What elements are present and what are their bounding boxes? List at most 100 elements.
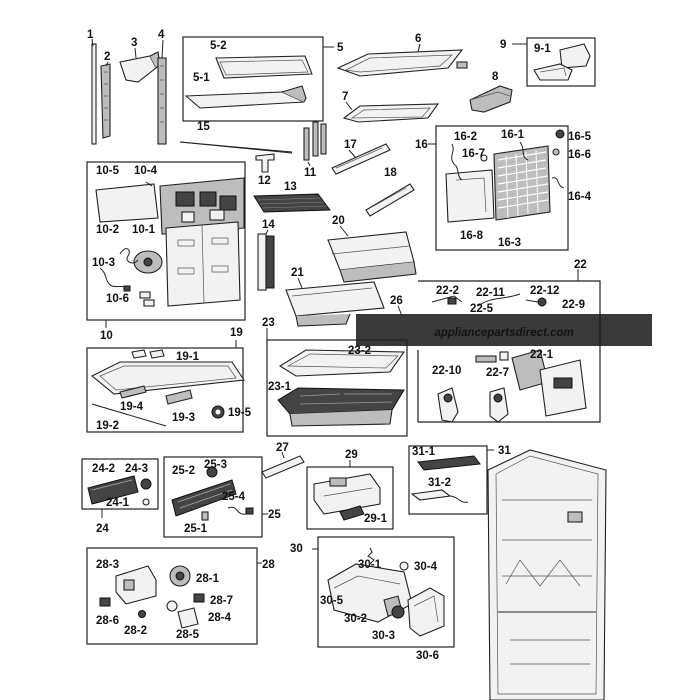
label-10-5: 10-5 (96, 165, 120, 177)
part-2-trim (100, 63, 111, 139)
part-24-2-board (87, 475, 139, 505)
label-23: 23 (262, 317, 275, 329)
label-25-1: 25-1 (184, 523, 208, 535)
group-16-box (435, 125, 569, 251)
part-10-2-wire (119, 248, 139, 264)
label-24-3: 24-3 (125, 463, 148, 475)
label-19-4: 19-4 (120, 401, 144, 413)
label-28-4: 28-4 (208, 612, 232, 624)
part-22-1-pump (511, 349, 587, 417)
part-16-7-clip (480, 154, 488, 162)
part-27-trim (261, 455, 305, 479)
label-16-5: 16-5 (568, 131, 592, 143)
part-22-12-thermistor (525, 297, 547, 307)
label-8: 8 (492, 71, 499, 83)
part-28-4-gear (166, 600, 178, 612)
part-5-1-shelf (184, 85, 307, 109)
label-30-4: 30-4 (414, 561, 438, 573)
part-17-rail (331, 143, 391, 175)
label-10-2: 10-2 (96, 224, 119, 236)
label-5-1: 5-1 (193, 72, 210, 84)
label-3: 3 (131, 37, 137, 49)
label-25-4: 25-4 (222, 491, 246, 503)
part-16-2-wire (451, 143, 463, 181)
label-6: 6 (415, 33, 421, 45)
label-22-10: 22-10 (432, 365, 461, 377)
part-28-2-washer (138, 610, 146, 618)
label-28: 28 (262, 559, 275, 571)
label-9: 9 (500, 39, 506, 51)
part-30-3-blade (391, 605, 405, 619)
group-30-box (317, 536, 455, 648)
part-16-5-fan (555, 129, 565, 139)
part-16-3-evaporator (493, 145, 551, 221)
label-19-5: 19-5 (228, 407, 252, 419)
label-24-1: 24-1 (106, 497, 130, 509)
label-2: 2 (104, 51, 110, 63)
label-29: 29 (345, 449, 358, 461)
part-30-1-spring (367, 547, 375, 565)
label-22-1: 22-1 (530, 349, 554, 361)
label-29-1: 29-1 (364, 513, 388, 525)
label-7: 7 (342, 91, 348, 103)
label-12: 12 (258, 175, 271, 187)
label-30-5: 30-5 (320, 595, 344, 607)
label-28-1: 28-1 (196, 573, 220, 585)
label-5-2: 5-2 (210, 40, 227, 52)
group-10-box (86, 161, 246, 321)
label-16-6: 16-6 (568, 149, 591, 161)
part-9-1-bin (533, 43, 591, 81)
label-16-3: 16-3 (498, 237, 521, 249)
part-22-11-wire (477, 293, 521, 307)
group-25-box (163, 456, 263, 538)
label-10: 10 (100, 330, 113, 342)
label-14: 14 (262, 219, 275, 231)
label-16-4: 16-4 (568, 191, 592, 203)
label-30-1: 30-1 (358, 559, 382, 571)
label-16-7: 16-7 (462, 148, 485, 160)
part-23-1-drawer (277, 387, 405, 427)
part-16-8-cover (445, 169, 495, 223)
part-22-2-harness (431, 295, 463, 305)
part-14-trim (257, 233, 275, 291)
label-22-2: 22-2 (436, 285, 459, 297)
label-27: 27 (276, 442, 289, 454)
label-25-2: 25-2 (172, 465, 195, 477)
part-13-cover (253, 193, 331, 213)
part-19-5-gear (211, 405, 225, 419)
part-19-1-clip (131, 349, 165, 359)
label-31: 31 (498, 445, 511, 457)
part-24-1-screw (142, 498, 150, 506)
part-28-6-screw (99, 597, 111, 607)
watermark-text: appliancepartsdirect.com (434, 327, 573, 339)
part-25-4-wire (227, 506, 254, 515)
part-19-cover (90, 361, 245, 395)
part-28-1-motor (169, 565, 191, 587)
label-18: 18 (384, 167, 397, 179)
label-21: 21 (291, 267, 304, 279)
label-19-1: 19-1 (176, 351, 200, 363)
label-30-6: 30-6 (416, 650, 439, 662)
label-9-1: 9-1 (534, 43, 551, 55)
part-28-3-housing (115, 565, 157, 605)
group-24-box (81, 458, 159, 510)
label-28-6: 28-6 (96, 615, 119, 627)
label-13: 13 (284, 181, 297, 193)
part-18-rail (365, 183, 415, 217)
label-22-12: 22-12 (530, 285, 559, 297)
part-19-3-bracket (165, 389, 193, 405)
group-5-box (182, 36, 324, 122)
label-25: 25 (268, 509, 281, 521)
part-16-1-sensor (519, 141, 529, 161)
part-20-drawer (327, 231, 417, 283)
label-24: 24 (96, 523, 109, 535)
group-23-box (266, 339, 408, 437)
label-10-6: 10-6 (106, 293, 129, 305)
label-19-3: 19-3 (172, 412, 195, 424)
label-31-2: 31-2 (428, 477, 451, 489)
label-20: 20 (332, 215, 345, 227)
part-10-6-connector (139, 291, 155, 307)
label-28-2: 28-2 (124, 625, 147, 637)
label-22-7: 22-7 (486, 367, 509, 379)
